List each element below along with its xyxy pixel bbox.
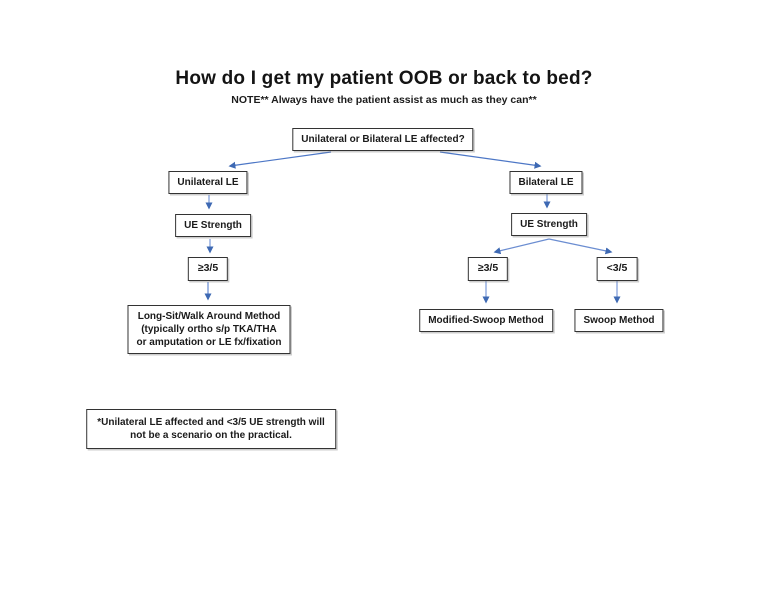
node-threshold-low: <3/5 xyxy=(596,257,638,281)
node-swoop-method: Swoop Method xyxy=(574,309,664,332)
node-bilateral-le: Bilateral LE xyxy=(509,171,583,194)
longsit-method-detail-1: (typically ortho s/p TKA/THA xyxy=(141,324,277,335)
node-ue-strength-left: UE Strength xyxy=(175,214,251,237)
node-unilateral-le: Unilateral LE xyxy=(168,171,248,194)
arrow-uestrength-right-to-ge35 xyxy=(493,238,550,255)
page-subtitle: NOTE** Always have the patient assist as… xyxy=(231,94,537,106)
node-threshold-high: ≥3/5 xyxy=(467,257,509,281)
longsit-method-title: Long-Sit/Walk Around Method xyxy=(137,311,281,322)
node-ue-strength-right: UE Strength xyxy=(511,213,587,236)
node-modified-swoop-method: Modified-Swoop Method xyxy=(419,309,553,332)
arrow-root-to-bilateral xyxy=(439,151,542,169)
node-longsit-method: Long-Sit/Walk Around Method (typically o… xyxy=(127,305,291,354)
longsit-method-detail-2: or amputation or LE fx/fixation xyxy=(136,337,282,348)
footnote-line-2: not be a scenario on the practical. xyxy=(130,430,292,441)
page-title: How do I get my patient OOB or back to b… xyxy=(175,68,593,89)
node-threshold-left: ≥3/5 xyxy=(187,257,229,281)
node-root-question: Unilateral or Bilateral LE affected? xyxy=(292,128,474,151)
arrow-root-to-unilateral xyxy=(228,151,332,169)
arrow-uestrength-right-to-lt35 xyxy=(548,238,613,255)
footnote-box: *Unilateral LE affected and <3/5 UE stre… xyxy=(86,409,336,449)
footnote-line-1: *Unilateral LE affected and <3/5 UE stre… xyxy=(97,417,325,428)
